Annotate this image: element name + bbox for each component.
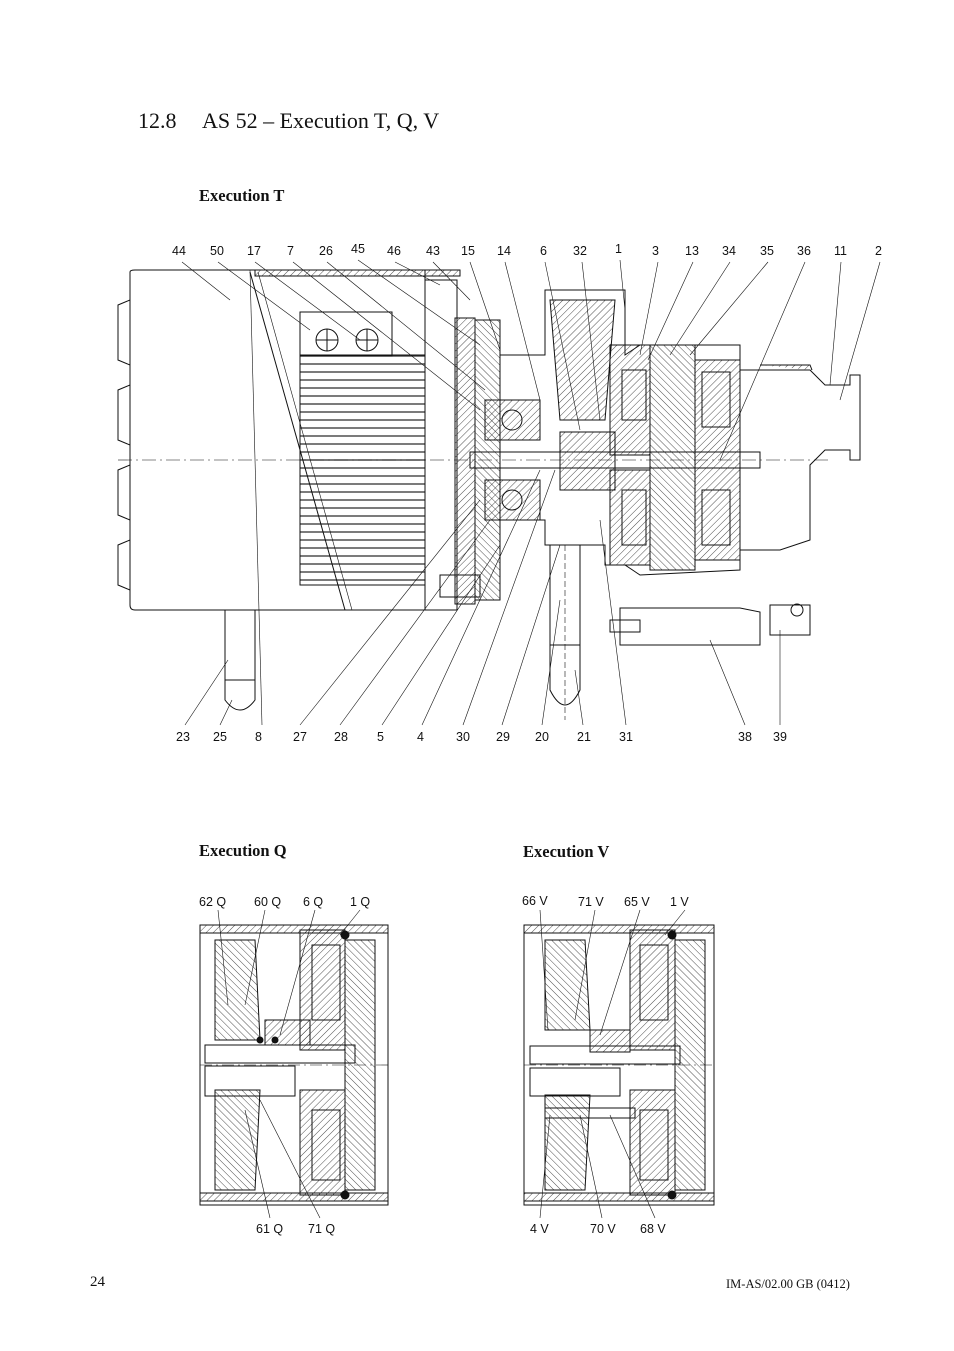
callout-label: 27 xyxy=(293,730,307,744)
callout-label: 71 V xyxy=(578,895,604,909)
section-title: 12.8 AS 52 – Execution T, Q, V xyxy=(138,108,439,134)
callout-label: 30 xyxy=(456,730,470,744)
callout-label: 38 xyxy=(738,730,752,744)
callout-label: 29 xyxy=(496,730,510,744)
callout-label: 20 xyxy=(535,730,549,744)
callout-label: 17 xyxy=(247,244,261,258)
callout-label: 61 Q xyxy=(256,1222,284,1236)
callout-label: 65 V xyxy=(624,895,650,909)
callout-label: 7 xyxy=(287,244,294,258)
callout-label: 23 xyxy=(176,730,190,744)
callout-label: 6 Q xyxy=(303,895,324,909)
callout-label: 25 xyxy=(213,730,227,744)
callout-label: 15 xyxy=(461,244,475,258)
callout-label: 26 xyxy=(319,244,333,258)
page-number: 24 xyxy=(90,1274,105,1290)
callout-label: 39 xyxy=(773,730,787,744)
callout-label: 36 xyxy=(797,244,811,258)
callout-label: 3 xyxy=(652,244,659,258)
callout-label: 14 xyxy=(497,244,511,258)
callout-label: 4 xyxy=(417,730,424,744)
callout-label: 1 V xyxy=(670,895,689,909)
callout-label: 11 xyxy=(834,244,847,258)
callout-label: 31 xyxy=(619,730,633,744)
execution-t-heading: Execution T xyxy=(199,186,285,205)
section-number: 12.8 xyxy=(138,108,177,133)
callout-label: 5 xyxy=(377,730,384,744)
callout-label: 2 xyxy=(875,244,882,258)
callout-label: 66 V xyxy=(522,894,548,908)
callout-label: 13 xyxy=(685,244,699,258)
callout-label: 8 xyxy=(255,730,262,744)
execution-v-heading: Execution V xyxy=(523,842,610,861)
callout-label: 6 xyxy=(540,244,547,258)
callout-label: 1 Q xyxy=(350,895,371,909)
callout-label: 21 xyxy=(577,730,591,744)
callout-label: 34 xyxy=(722,244,736,258)
callout-label: 60 Q xyxy=(254,895,282,909)
callout-label: 28 xyxy=(334,730,348,744)
callout-label: 68 V xyxy=(640,1222,666,1236)
callout-label: 46 xyxy=(387,244,401,258)
callout-label: 62 Q xyxy=(199,895,227,909)
callout-label: 45 xyxy=(351,242,365,256)
callout-label: 50 xyxy=(210,244,224,258)
callout-label: 1 xyxy=(615,242,622,256)
document-reference: IM-AS/02.00 GB (0412) xyxy=(726,1277,850,1291)
callout-label: 35 xyxy=(760,244,774,258)
callout-label: 4 V xyxy=(530,1222,549,1236)
callout-label: 43 xyxy=(426,244,440,258)
callout-label: 44 xyxy=(172,244,186,258)
callout-label: 70 V xyxy=(590,1222,616,1236)
callout-label: 32 xyxy=(573,244,587,258)
execution-q-heading: Execution Q xyxy=(199,841,287,860)
callout-label: 71 Q xyxy=(308,1222,336,1236)
section-title-text: AS 52 – Execution T, Q, V xyxy=(202,108,440,133)
